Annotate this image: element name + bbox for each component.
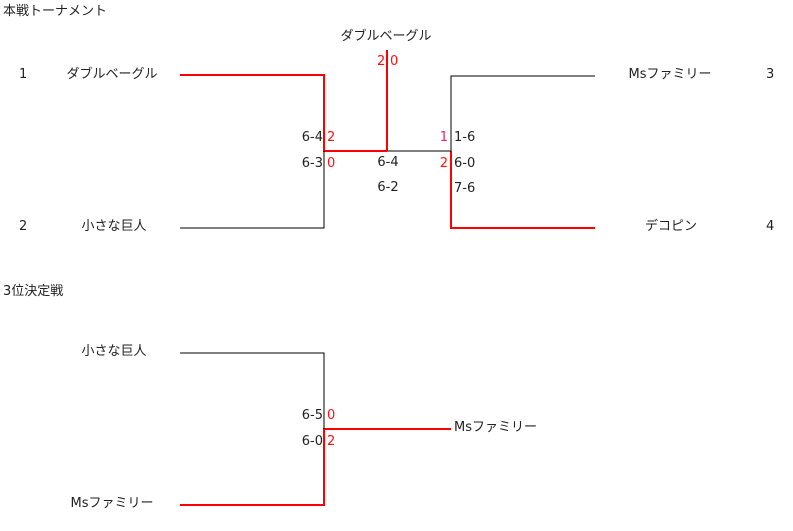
- sf1-score: 6-3: [301, 156, 323, 171]
- sf2-score: 1-6: [454, 130, 476, 145]
- main-title: 本戦トーナメント: [3, 4, 108, 19]
- champion-name: ダブルベーグル: [340, 29, 432, 44]
- final-score: 6-2: [377, 180, 399, 195]
- final-score: 6-4: [377, 155, 399, 170]
- seed-number: 4: [766, 219, 775, 234]
- third-player: Msファミリー: [70, 496, 154, 511]
- line-seed1: [180, 74, 387, 152]
- third-winner: Msファミリー: [454, 420, 537, 435]
- third-set: 2: [327, 434, 336, 449]
- third-score: 6-5: [301, 408, 323, 423]
- sf1-set: 0: [327, 156, 336, 171]
- line-third-loser: [180, 352, 325, 429]
- third-set: 0: [327, 408, 336, 423]
- seed-number: 3: [766, 67, 775, 82]
- seed-name: ダブルベーグル: [66, 67, 158, 82]
- seed-name: デコピン: [644, 219, 698, 234]
- third-title: 3位決定戦: [3, 284, 64, 299]
- seed-name: Msファミリー: [628, 67, 712, 82]
- sf2-set: 2: [439, 156, 448, 171]
- final-set-left: 2: [377, 54, 386, 69]
- sf2-score: 7-6: [454, 181, 476, 196]
- line-seed4: [450, 151, 595, 229]
- seed-number: 1: [19, 67, 28, 82]
- line-seed2: [180, 151, 325, 229]
- sf1-set: 2: [327, 130, 336, 145]
- seed-number: 2: [19, 219, 28, 234]
- sf1-score: 6-4: [301, 130, 323, 145]
- third-player: 小さな巨人: [81, 344, 147, 359]
- line-third-winner: [180, 428, 451, 506]
- line-seed3: [450, 75, 595, 151]
- sf2-set: 1: [439, 130, 448, 145]
- third-score: 6-0: [301, 434, 323, 449]
- sf2-score: 6-0: [454, 156, 476, 171]
- final-set-right: 0: [390, 54, 399, 69]
- seed-name: 小さな巨人: [81, 219, 147, 234]
